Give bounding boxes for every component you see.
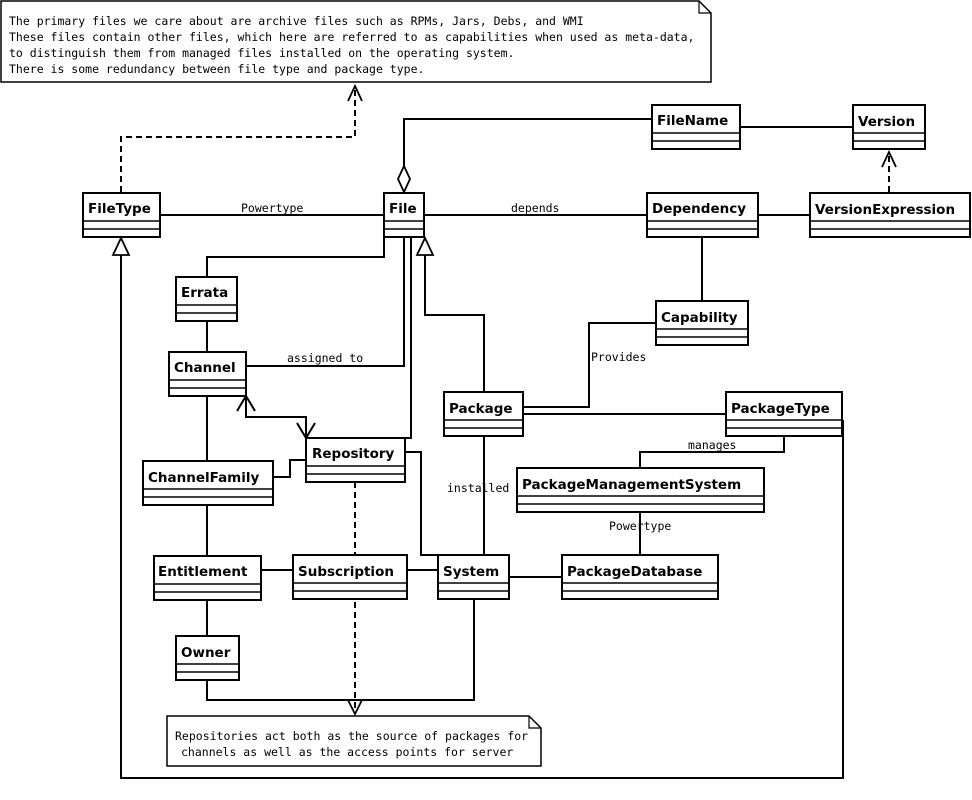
edge-packagetype-filetype-generalization	[120, 255, 844, 779]
class-channelfamily[interactable]: ChannelFamily	[142, 460, 274, 506]
label-installed: installed	[447, 481, 509, 495]
class-dependency[interactable]: Dependency	[646, 192, 759, 238]
class-file[interactable]: File	[383, 192, 425, 238]
class-version[interactable]: Version	[852, 104, 926, 150]
edge-labels: Powertype depends assigned to Provides m…	[241, 201, 736, 533]
label-manages: manages	[688, 438, 736, 452]
edge-file-filename	[403, 118, 652, 168]
class-owner[interactable]: Owner	[175, 635, 240, 681]
class-file-name: File	[389, 201, 417, 217]
note-top-line-1: The primary files we care about are arch…	[9, 14, 584, 28]
class-subscription[interactable]: Subscription	[292, 554, 408, 600]
class-repository[interactable]: Repository	[305, 437, 406, 483]
class-entitlement-name: Entitlement	[158, 564, 248, 580]
edge-channelfamily-repository	[273, 459, 306, 478]
label-depends: depends	[511, 201, 559, 215]
label-assigned-to: assigned to	[287, 351, 363, 365]
class-filetype[interactable]: FileType	[82, 192, 161, 238]
note-bottom-line-1: Repositories act both as the source of p…	[175, 729, 528, 743]
class-capability-name: Capability	[661, 310, 738, 326]
class-packagedatabase[interactable]: PackageDatabase	[561, 554, 719, 600]
edge-package-capability	[523, 322, 656, 408]
class-filename[interactable]: FileName	[651, 104, 741, 150]
edge-repository-file	[405, 237, 412, 439]
note-bottom-line-2: channels as well as the access points fo…	[181, 745, 513, 759]
edge-channel-file	[246, 237, 405, 367]
edge-packagetype-pms	[639, 436, 785, 468]
class-filename-name: FileName	[657, 113, 728, 129]
note-top: The primary files we care about are arch…	[0, 0, 712, 83]
label-powertype-filetype: Powertype	[241, 201, 303, 215]
edge-file-errata	[206, 237, 385, 277]
edge-package-file-generalization	[424, 255, 485, 392]
class-channel[interactable]: Channel	[168, 351, 247, 397]
class-versionexpression-name: VersionExpression	[815, 202, 955, 218]
classes: FileType File FileName Version Dependenc…	[82, 104, 971, 681]
class-packagemanagementsystem-name: PackageManagementSystem	[522, 477, 741, 493]
note-top-line-3: to distinguish them from managed files i…	[9, 46, 514, 60]
class-system[interactable]: System	[437, 554, 510, 600]
class-packagemanagementsystem[interactable]: PackageManagementSystem	[516, 467, 765, 513]
class-errata-name: Errata	[181, 285, 228, 301]
note-top-line-4: There is some redundancy between file ty…	[9, 62, 424, 76]
class-entitlement[interactable]: Entitlement	[153, 555, 262, 601]
label-provides: Provides	[591, 350, 646, 364]
class-channelfamily-name: ChannelFamily	[148, 470, 259, 486]
class-subscription-name: Subscription	[298, 564, 394, 580]
class-packagetype[interactable]: PackageType	[725, 391, 843, 437]
arrowhead-version	[881, 149, 897, 168]
edge-filetype-note-top	[120, 86, 356, 192]
edge-channel-repository	[245, 396, 307, 438]
class-package[interactable]: Package	[443, 391, 524, 437]
arrowhead-note-bottom	[347, 699, 363, 717]
generalization-triangle-filetype	[111, 235, 131, 256]
class-filetype-name: FileType	[88, 201, 151, 217]
arrowhead-note-top	[347, 83, 363, 102]
label-powertype-pms: Powertype	[609, 519, 671, 533]
class-channel-name: Channel	[174, 360, 236, 376]
class-errata[interactable]: Errata	[175, 276, 238, 322]
class-dependency-name: Dependency	[652, 201, 746, 217]
class-packagetype-name: PackageType	[731, 401, 830, 417]
class-capability[interactable]: Capability	[655, 300, 749, 346]
generalization-triangle-file	[415, 235, 435, 256]
class-packagedatabase-name: PackageDatabase	[567, 564, 702, 580]
class-package-name: Package	[449, 401, 513, 417]
class-version-name: Version	[858, 114, 915, 130]
dashed-arrowheads	[347, 83, 897, 717]
note-top-line-2: These files contain other files, which h…	[9, 30, 694, 44]
note-bottom: Repositories act both as the source of p…	[166, 715, 542, 767]
aggregation-diamond	[397, 163, 411, 195]
class-system-name: System	[443, 564, 499, 580]
edge-repository-system	[405, 451, 438, 556]
class-versionexpression[interactable]: VersionExpression	[809, 192, 971, 238]
class-repository-name: Repository	[312, 446, 395, 462]
class-owner-name: Owner	[181, 645, 231, 661]
edge-owner-system	[206, 599, 475, 701]
